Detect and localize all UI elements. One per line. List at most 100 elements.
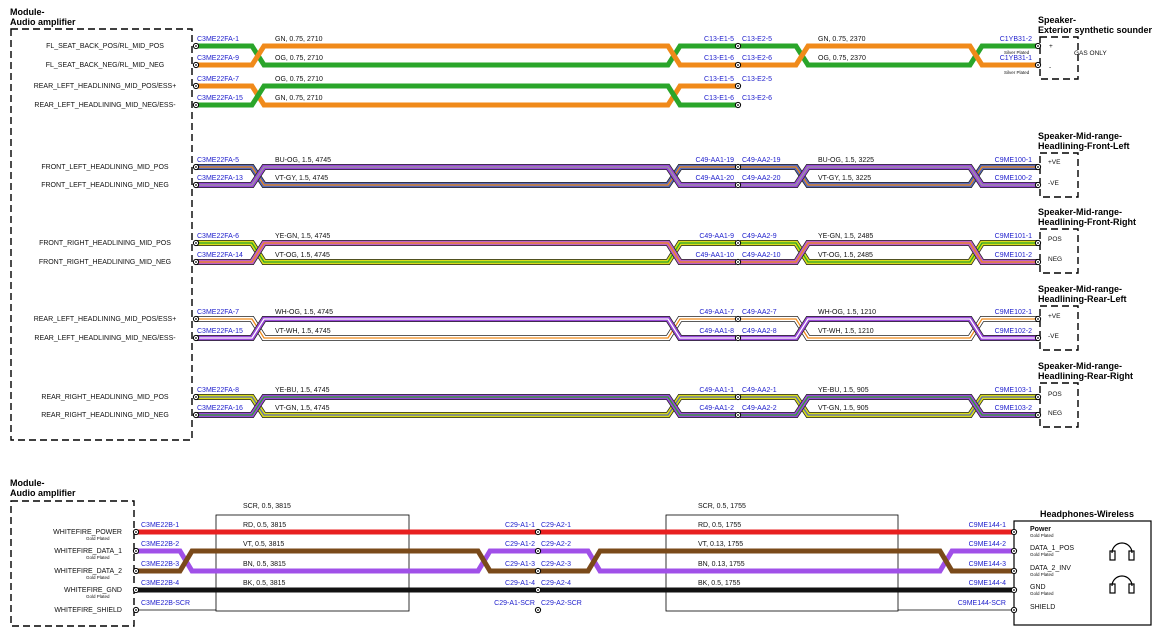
pin-right-5-dot [1037, 166, 1039, 168]
pin-inline-6-dot [737, 184, 739, 186]
wire-left-3 [196, 83, 736, 108]
wire-right-1 [740, 43, 1038, 68]
pin-right-8-dot [1037, 261, 1039, 263]
wire-left-7 [196, 240, 736, 265]
signal-label-3: REAR_LEFT_HEADLINING_MID_POS/ESS+ [34, 83, 177, 90]
bottom-amp-title-line1: Module- [10, 478, 45, 488]
bottom-pin-left-5-dot [135, 609, 137, 611]
speaker-rr-pin-2: NEG [1048, 410, 1062, 417]
pin-right-9-dot [1037, 318, 1039, 320]
bottom-signal-4: WHITEFIRE_GND [64, 587, 122, 594]
bottom-signal-3: WHITEFIRE_DATA_2 [54, 568, 122, 575]
conn-left-5: C3ME22FA-5 [197, 157, 239, 164]
bottom-inline-b-4: C29-A2-4 [541, 580, 571, 587]
bottom-pin-5: SHIELD [1030, 604, 1055, 611]
bottom-pin-right-3-dot [1013, 570, 1015, 572]
wire-left-12 [196, 394, 736, 418]
conn-left-12: C3ME22FA-16 [197, 405, 243, 412]
speaker-fr-pin-1: POS [1048, 236, 1062, 243]
inline-b-4: C13-E2-6 [742, 95, 772, 102]
signal-label-8: FRONT_RIGHT_HEADLINING_MID_NEG [39, 259, 171, 266]
wire-right-8 [740, 240, 1038, 265]
signal-label-7: FRONT_RIGHT_HEADLINING_MID_POS [39, 240, 171, 247]
conn-left-9: C3ME22FA-7 [197, 309, 239, 316]
conn-left-4: C3ME22FA-15 [197, 95, 243, 102]
wire-left-label-11: YE-BU, 1.5, 4745 [275, 387, 330, 394]
conn-right-10: C9ME102-2 [995, 328, 1032, 335]
inline-a-2: C13-E1-6 [704, 55, 734, 62]
pin-inline-2-dot [737, 64, 739, 66]
bottom-pin-plating-1: Gold Plated [1030, 533, 1054, 538]
wire-right-5 [740, 164, 1038, 188]
exterior-sounder: Speaker- Exterior synthetic sounder + - … [1038, 15, 1153, 80]
conn-right-12: C9ME103-2 [995, 405, 1032, 412]
pin-right-6-dot [1037, 184, 1039, 186]
bottom-conn-right-2: C9ME144-2 [969, 541, 1006, 548]
bottom-plating-1: Gold Plated [86, 536, 110, 541]
wire-left-label-10: VT-WH, 1.5, 4745 [275, 328, 331, 335]
inline-a-5: C49-AA1-19 [695, 157, 734, 164]
signal-label-12: REAR_RIGHT_HEADLINING_MID_NEG [41, 412, 169, 419]
bottom-inline-a-2: C29-A1-2 [505, 541, 535, 548]
bottom-inline-a-5: C29-A1-SCR [494, 600, 535, 607]
bottom-wire-left-label-2: VT, 0.5, 3815 [243, 541, 284, 548]
bottom-signal-2: WHITEFIRE_DATA_1 [54, 548, 122, 555]
inline-b-1: C13-E2-5 [742, 36, 772, 43]
bottom-plating-2: Gold Plated [86, 555, 110, 560]
wire-right-12 [740, 394, 1038, 418]
conn-left-11: C3ME22FA-8 [197, 387, 239, 394]
bottom-wire-right-label-3: BN, 0.13, 1755 [698, 561, 745, 568]
bottom-pin-left-4-dot [135, 589, 137, 591]
shield-box-left [215, 514, 410, 612]
pin-right-1-dot [1037, 45, 1039, 47]
wire-left-11 [196, 394, 736, 418]
bottom-amplifier-module: Module- Audio amplifier [10, 478, 135, 627]
inline-a-6: C49-AA1-20 [695, 175, 734, 182]
wire-right-11 [740, 394, 1038, 418]
signal-label-6: FRONT_LEFT_HEADLINING_MID_NEG [41, 182, 169, 189]
pin-left-12-dot [195, 414, 197, 416]
bottom-pin-inline-1-dot [537, 531, 539, 533]
wire-left-label-7: YE-GN, 1.5, 4745 [275, 233, 330, 240]
speaker-rl-title-1: Speaker-Mid-range- [1038, 284, 1122, 294]
pin-left-8-dot [195, 261, 197, 263]
wire-left-label-1: GN, 0.75, 2710 [275, 36, 323, 43]
pin-left-1-dot [195, 45, 197, 47]
bottom-wire-right-label-2: VT, 0.13, 1755 [698, 541, 743, 548]
signal-label-10: REAR_LEFT_HEADLINING_MID_NEG/ESS- [34, 335, 176, 342]
bottom-pin-right-1-dot [1013, 531, 1015, 533]
wire-left-label-9: WH-OG, 1.5, 4745 [275, 309, 333, 316]
pin-left-10-dot [195, 337, 197, 339]
speaker-rl-pin-2: -VE [1048, 333, 1060, 340]
conn-left-3: C3ME22FA-7 [197, 76, 239, 83]
bottom-amp-box [10, 500, 135, 627]
wire-right-label-1: GN, 0.75, 2370 [818, 36, 866, 43]
bottom-inline-a-1: C29-A1-1 [505, 522, 535, 529]
inline-a-12: C49-AA1-2 [699, 405, 734, 412]
bottom-pin-left-2-dot [135, 550, 137, 552]
conn-left-8: C3ME22FA-14 [197, 252, 243, 259]
conn-right-2: C1YB31-1 [1000, 55, 1032, 62]
sounder-title-line2: Exterior synthetic sounder [1038, 25, 1153, 35]
inline-a-4: C13-E1-6 [704, 95, 734, 102]
bottom-pin-left-3-dot [135, 570, 137, 572]
conn-left-1: C3ME22FA-1 [197, 36, 239, 43]
pin-right-12-dot [1037, 414, 1039, 416]
inline-b-3: C13-E2-5 [742, 76, 772, 83]
inline-a-7: C49-AA1-9 [699, 233, 734, 240]
pin-inline-7-dot [737, 242, 739, 244]
bottom-conn-right-5: C9ME144-SCR [958, 600, 1006, 607]
wire-left-label-4: GN, 0.75, 2710 [275, 95, 323, 102]
bottom-conn-left-5: C3ME22B-SCR [141, 600, 190, 607]
wire-left-8 [196, 240, 736, 265]
wire-left-1 [196, 43, 736, 68]
bottom-pin-plating-3: Gold Plated [1030, 572, 1054, 577]
wire-left-label-12: VT-GN, 1.5, 4745 [275, 405, 330, 412]
scr-left-label: SCR, 0.5, 3815 [243, 503, 291, 510]
signal-label-1: FL_SEAT_BACK_POS/RL_MID_POS [46, 43, 164, 50]
inline-b-5: C49-AA2-19 [742, 157, 781, 164]
wire-layer [136, 43, 1038, 611]
pin-inline-8-dot [737, 261, 739, 263]
